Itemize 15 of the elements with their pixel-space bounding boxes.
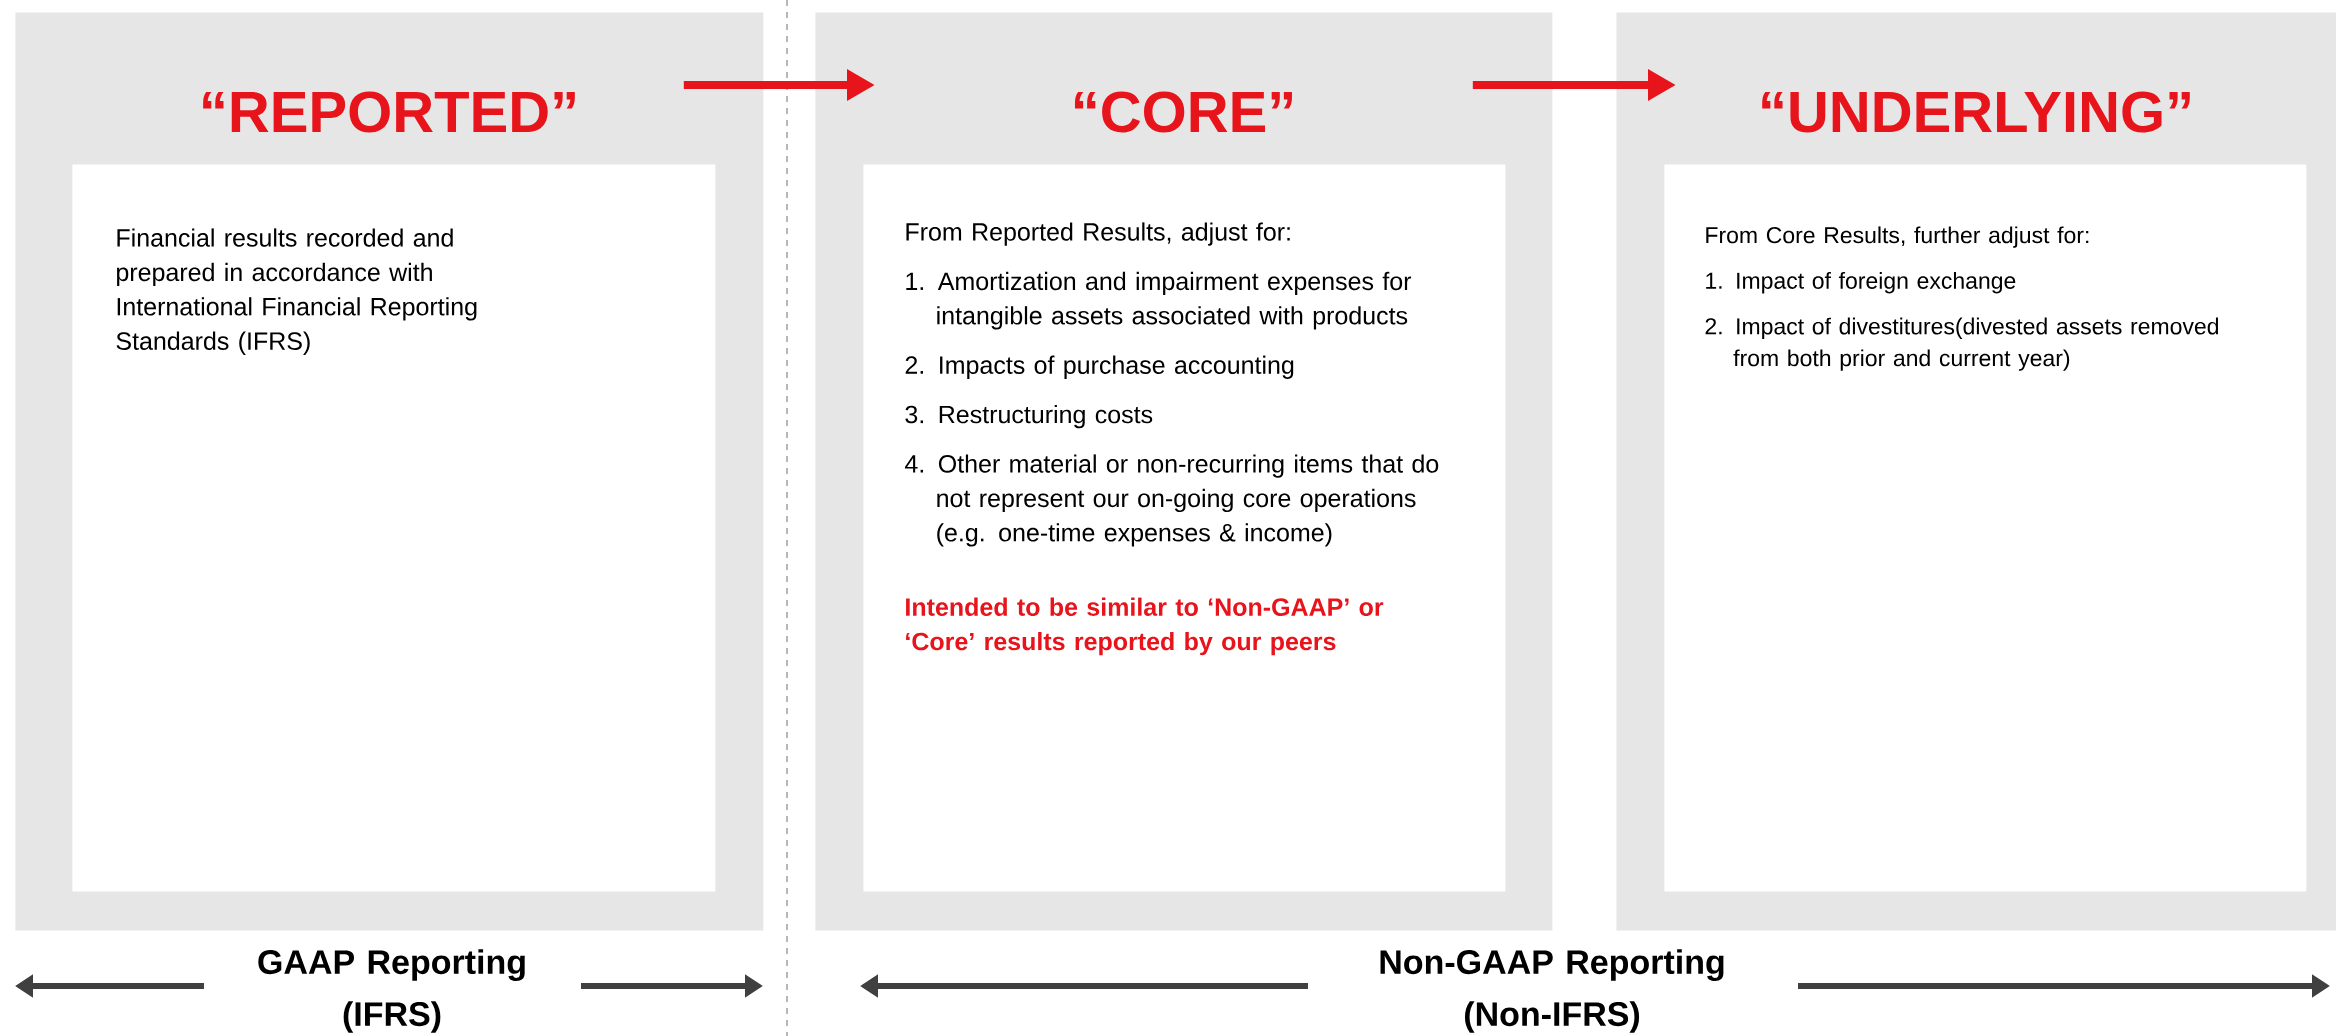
body-text: From Reported Results, adjust for:: [906, 222, 1290, 246]
list-item: 2. Impact of divestitures(divested assets removed from both prior and current year): [1705, 317, 2218, 371]
list-item: 1. Impact of foreign exchange: [1706, 272, 2016, 294]
list-item: 4. Other material or non-recurring items that do not represent our on-going core operations (e.g. one-time expenses & income): [904, 454, 1439, 547]
section-label: GAAP Reporting (IFRS): [258, 949, 525, 1033]
body-text: Financial results recorded and prepared in accordance with International Financial Reporting Standards (IFRS): [116, 228, 477, 355]
content-box: [863, 164, 1506, 892]
note-text: Intended to be similar to ‘Non-GAAP’ or ‘Core’ results reported by our peers: [906, 597, 1384, 656]
section-label: Non-GAAP Reporting (Non-IFRS): [1380, 949, 1724, 1033]
body-text: From Core Results, further adjust for:: [1706, 226, 2089, 248]
content-box: [72, 164, 716, 892]
list-item: 1. Amortization and impairment expenses for intangible assets associated with products: [906, 271, 1412, 330]
list-item: 3. Restructuring costs: [905, 405, 1153, 429]
content-box: [1664, 164, 2307, 892]
list-item: 2. Impacts of purchase accounting: [905, 355, 1294, 379]
